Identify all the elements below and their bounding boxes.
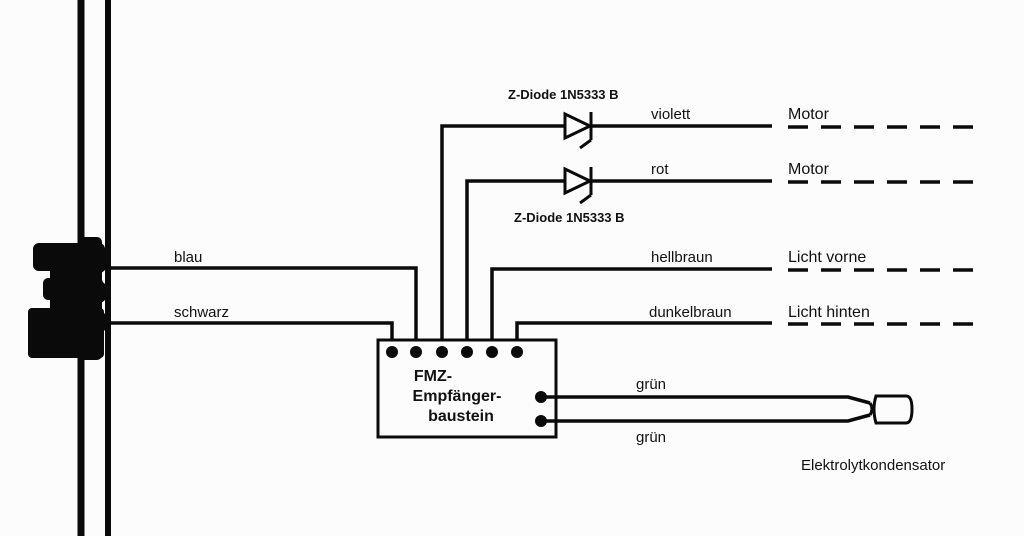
receiver-module: FMZ- Empfänger- baustein [376,338,558,439]
module-pin [511,346,523,358]
module-pin [461,346,473,358]
zener-diode-icon [563,166,594,205]
destination-motor-2: Motor [788,161,830,178]
diode-label-bottom: Z-Diode 1N5333 B [514,210,625,225]
wire-label-rot: rot [651,161,669,178]
diode-label-top: Z-Diode 1N5333 B [508,87,619,102]
wire-label-schwarz: schwarz [174,304,229,321]
destination-motor-1: Motor [788,106,830,123]
module-label-line-1: FMZ- [414,368,452,385]
wire-violett [440,124,565,350]
wire-label-violett: violett [651,106,691,123]
track-pickup-block [28,237,108,360]
wire-label-gruen-bottom: grün [636,429,666,446]
wire-gruen-1 [541,395,871,405]
destination-capacitor: Elektrolytkondensator [801,457,945,474]
wire-hellbraun [490,267,772,350]
destination-light-rear: Licht hinten [788,304,870,321]
capacitor-icon [868,394,914,425]
module-pin [410,346,422,358]
wire-schwarz [108,321,394,350]
zener-diode-icon [563,111,594,150]
wire-label-blau: blau [174,249,202,266]
wire-gruen-2 [541,413,871,423]
destination-light-front: Licht vorne [788,249,866,266]
module-label-line-2: Empfänger- [413,388,502,405]
wire-label-dunkelbraun: dunkelbraun [649,304,732,321]
module-pin [436,346,448,358]
wire-rot [465,179,565,350]
module-label-line-3: baustein [428,408,494,425]
wire-blau [108,266,418,350]
wire-label-gruen-top: grün [636,376,666,393]
module-pin [386,346,398,358]
module-pin [486,346,498,358]
wire-label-hellbraun: hellbraun [651,249,713,266]
